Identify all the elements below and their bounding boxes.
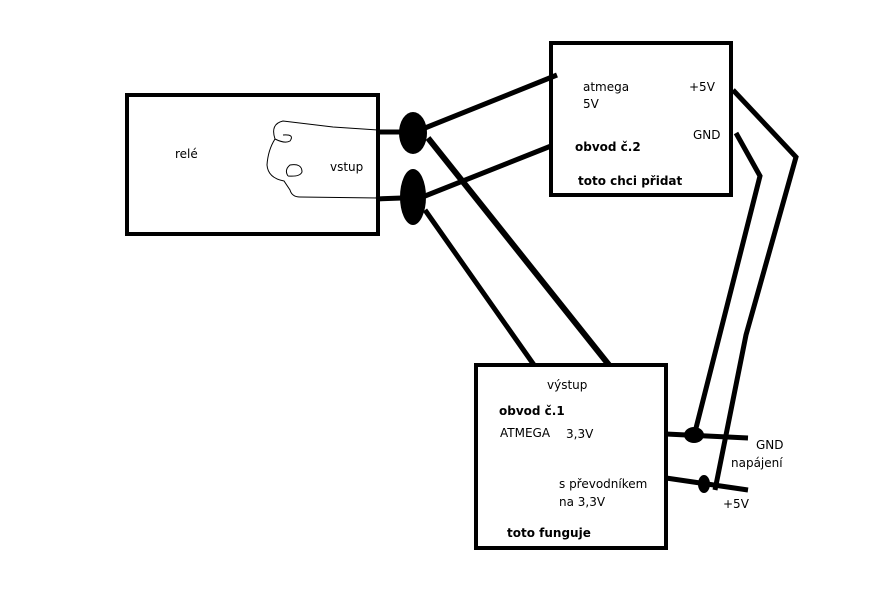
junction-power-gnd (684, 427, 704, 443)
wire-junction-bottom-to-c1 (422, 208, 537, 367)
relay-box (125, 93, 380, 236)
wire-junction-top-to-c2 (424, 72, 558, 131)
wire-power-gnd (665, 431, 749, 441)
relay-coil-loop-2 (285, 164, 303, 177)
junction-power-plus5v (698, 475, 710, 493)
circuit1-box (474, 363, 668, 550)
wire-c2-plus5v (712, 88, 799, 491)
junction-top (399, 112, 427, 154)
circuit2-name-label: obvod č.2 (575, 140, 641, 154)
circuit1-note-label: toto funguje (507, 526, 591, 540)
circuit1-output-label: výstup (547, 378, 587, 392)
relay-coil-wire (266, 120, 379, 199)
relay-input-label: vstup (330, 160, 363, 174)
power-plus5v-label: +5V (723, 497, 750, 511)
circuit1-mcu-label: ATMEGA (500, 426, 551, 440)
circuit1-converter-line2: na 3,3V (559, 495, 606, 509)
circuit1-name-label: obvod č.1 (499, 404, 565, 418)
relay-title: relé (175, 147, 198, 161)
circuit2-gnd-label: GND (693, 128, 721, 142)
wire-junction-top-to-c1 (425, 136, 612, 367)
wire-c2-gnd (691, 131, 763, 437)
circuit1-voltage-label: 3,3V (566, 427, 594, 441)
circuit2-note-label: toto chci přidat (578, 174, 683, 188)
wire-junction-bottom-to-c2 (424, 143, 552, 199)
circuit2-box (549, 41, 733, 197)
junction-bottom (400, 169, 426, 225)
power-gnd-label: GND (756, 438, 784, 452)
circuit2-plus5v-label: +5V (689, 80, 716, 94)
circuit1-converter-line1: s převodníkem (559, 477, 647, 491)
circuit2-voltage-label: 5V (583, 97, 600, 111)
power-supply-label: napájení (731, 456, 783, 470)
relay-terminal-bottom (375, 195, 403, 202)
relay-coil-loop-1 (274, 134, 292, 143)
circuit2-mcu-label: atmega (583, 80, 629, 94)
